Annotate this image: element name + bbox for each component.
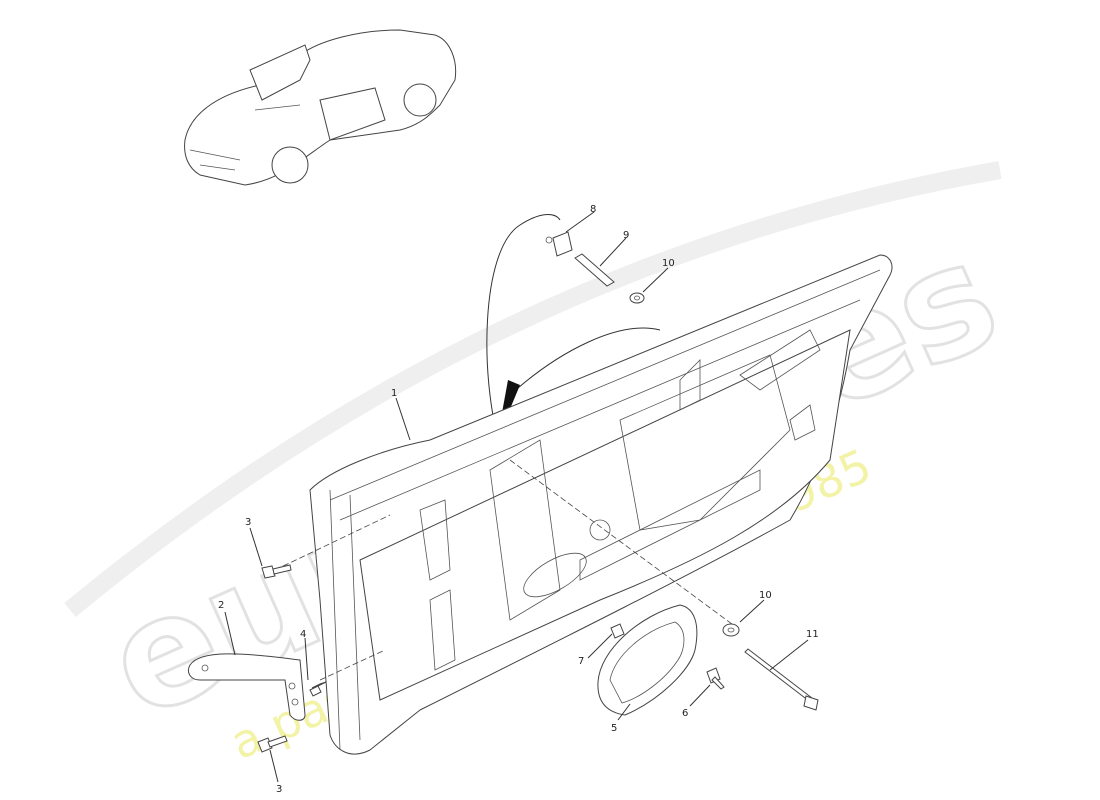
callout-3-lower: 3: [276, 784, 282, 795]
callout-2: 2: [218, 600, 224, 611]
part-5-plate: [597, 604, 698, 716]
car-thumbnail-icon: [184, 29, 457, 186]
part-10-washer-lower: [722, 623, 740, 637]
callout-10-lower: 10: [759, 590, 772, 601]
callout-5: 5: [611, 723, 617, 734]
part-7-nut: [610, 623, 625, 639]
callout-labels: 1 2 3 3 4 5 6 7 8 9 10 10 11: [218, 204, 819, 795]
callout-1: 1: [391, 388, 397, 399]
callout-11: 11: [806, 629, 819, 640]
part-8-nut: [545, 231, 573, 257]
part-3-bolt-upper: [261, 564, 292, 579]
callout-4: 4: [300, 629, 306, 640]
callout-9: 9: [623, 230, 629, 241]
watermark-swoosh: [64, 161, 1002, 617]
callout-10-top: 10: [662, 258, 675, 269]
door-frame: [309, 254, 893, 755]
callout-7: 7: [578, 656, 584, 667]
part-2-hinge: [187, 653, 306, 721]
part-9-spacer: [574, 253, 615, 287]
leader-lines: [224, 211, 809, 783]
callout-8: 8: [590, 204, 596, 215]
front-wheel: [271, 146, 309, 184]
part-3-bolt-lower: [257, 735, 288, 753]
callout-6: 6: [682, 708, 688, 719]
part-6-bolt: [706, 667, 725, 690]
windscreen-highlight: [249, 44, 311, 101]
callout-3-upper: 3: [245, 517, 251, 528]
part-11-long-bolt: [744, 648, 819, 711]
part-10-washer-top: [629, 292, 645, 304]
door-inner-opening: [619, 354, 791, 531]
door-highlight: [319, 87, 386, 141]
part-4-pin: [309, 681, 327, 697]
assembly-axes: [274, 459, 741, 681]
rear-wheel: [403, 83, 437, 117]
